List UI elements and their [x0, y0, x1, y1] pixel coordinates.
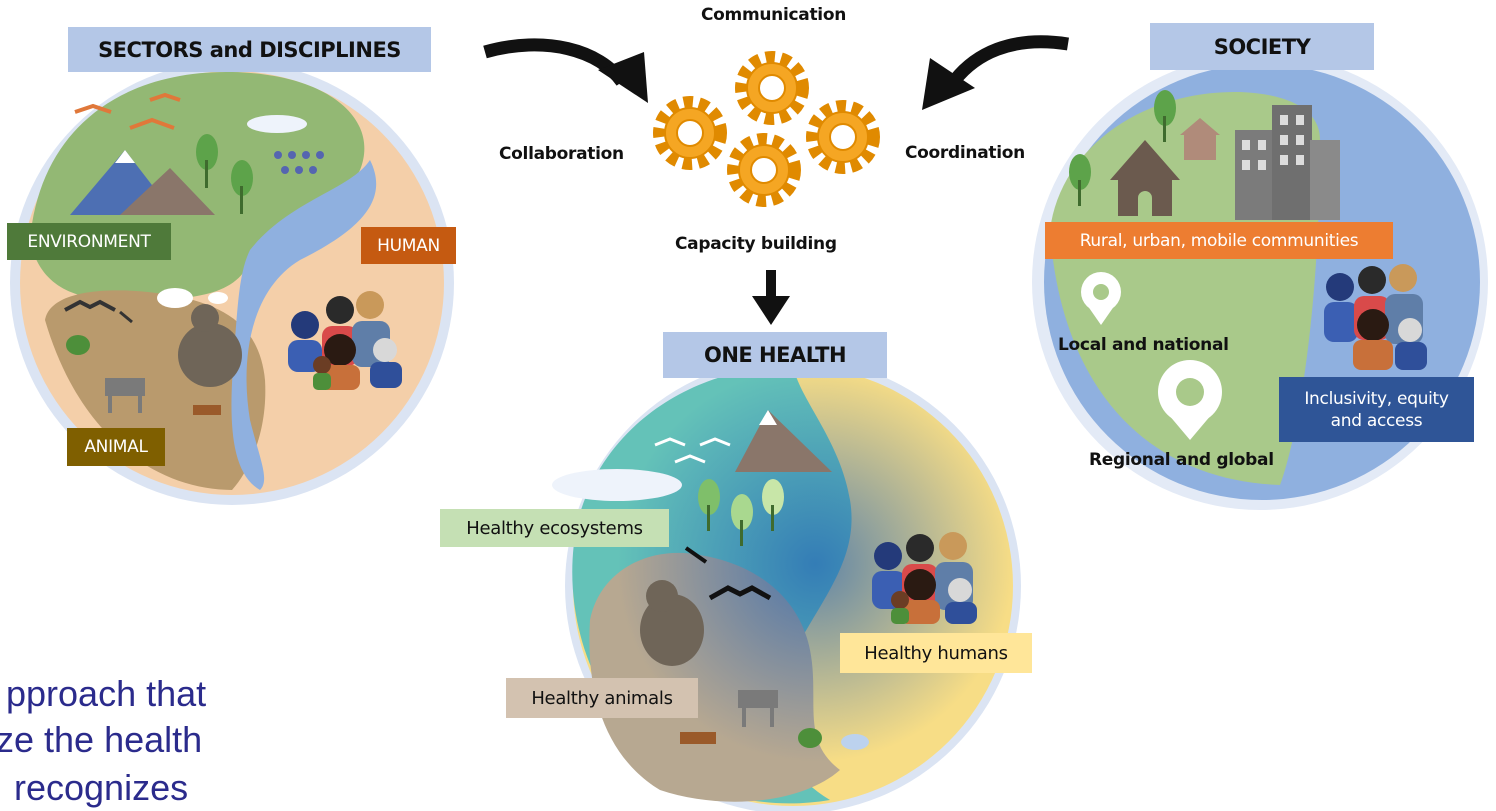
environment-label: ENVIRONMENT: [7, 223, 171, 260]
background-text-line3: recognizes: [14, 767, 189, 808]
healthy-humans-label: Healthy humans: [840, 633, 1032, 673]
inclusivity-label: Inclusivity, equity and access: [1279, 377, 1474, 442]
capacity-building-label: Capacity building: [675, 234, 837, 254]
inclusivity-line1: Inclusivity, equity: [1304, 388, 1449, 409]
society-title: SOCIETY: [1150, 23, 1374, 70]
one-health-globe: [552, 358, 1021, 811]
communities-label: Rural, urban, mobile communities: [1045, 222, 1393, 259]
gears-icon: [653, 51, 880, 207]
background-text-line2: ze the health: [0, 719, 203, 760]
inclusivity-line2: and access: [1330, 410, 1423, 431]
coordination-label: Coordination: [905, 143, 1025, 163]
healthy-ecosystems-label: Healthy ecosystems: [440, 509, 669, 547]
collaboration-label: Collaboration: [499, 144, 624, 164]
communication-label: Communication: [701, 5, 846, 25]
human-label: HUMAN: [361, 227, 456, 264]
sectors-title: SECTORS and DISCIPLINES: [68, 27, 431, 72]
pin-regional-icon: [1158, 360, 1222, 440]
pin-local-icon: [1081, 272, 1121, 325]
animal-label: ANIMAL: [67, 428, 165, 466]
arrow-left: [483, 38, 648, 103]
regional-global-label: Regional and global: [1089, 450, 1274, 470]
healthy-animals-label: Healthy animals: [506, 678, 698, 718]
arrow-down: [752, 270, 790, 325]
one-health-people-group: [872, 532, 977, 624]
local-national-label: Local and national: [1058, 335, 1229, 355]
left-people-group: [288, 291, 402, 390]
one-health-title: ONE HEALTH: [663, 332, 887, 378]
society-people-group: [1324, 264, 1427, 370]
arrow-right: [922, 35, 1069, 110]
background-text-line1: pproach that: [6, 673, 207, 714]
